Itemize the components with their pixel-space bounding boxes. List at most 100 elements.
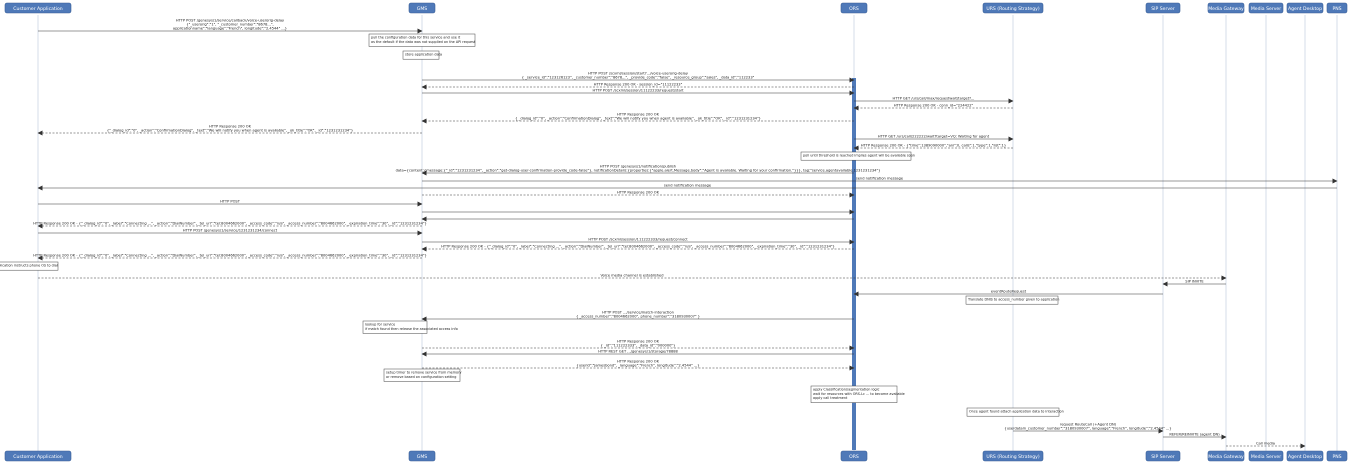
participant-box: [1207, 2, 1245, 14]
participants-bottom: Customer Application GMS ORS URS (Routing S…: [4, 450, 1348, 462]
participant-urs-bottom: URS (Routing Strategy): [982, 450, 1044, 462]
participant-box: [4, 2, 72, 14]
activation-layer: [852, 78, 856, 450]
participant-label: Media Gateway: [1208, 6, 1244, 12]
participant-mg-bottom: Media Gateway: [1207, 450, 1245, 462]
participant-label: URS (Routing Strategy): [986, 6, 1039, 12]
participant-label: PNS: [1332, 6, 1341, 12]
participant-label: ORS: [849, 6, 859, 12]
message-label: REFER/REINVITE (agent DN): [1169, 433, 1220, 437]
note-text: pull the configuration data for this ser…: [371, 36, 461, 40]
message-gms-to-ca: HTTP Response 200 OK{"_dialog_id":"0", _…: [37, 125, 422, 136]
participant-ms-bottom: Media Server: [1248, 450, 1284, 462]
message-label: HTTP Response 200 OK: [209, 125, 252, 129]
participant-box: [982, 450, 1044, 462]
message-gms-to-ors: HTTP POST /scxml/session/11122233/reques…: [422, 89, 855, 96]
message-label: HTTP Response 200 OK - conn_id="224422": [894, 104, 974, 108]
participant-pns-bottom: PNS: [1326, 450, 1348, 462]
message-ors-to-gms: HTTP Response 200 OK - session_id="11122…: [421, 83, 854, 90]
message-ca-to-mg: Voice media channel is established: [38, 274, 1227, 281]
participant-mg-top: Media Gateway: [1207, 2, 1245, 14]
participant-box: [1145, 2, 1181, 14]
message-label: HTTP POST: [220, 200, 241, 204]
message-label: HTTP POST .../service/match-interaction: [602, 311, 674, 315]
note: store application data: [402, 50, 442, 60]
message-label: HTTP Response 200 OK - {"_dialog_id":"0"…: [33, 222, 427, 226]
note-text: Once agent found attach application data…: [969, 410, 1064, 414]
participant-box: [408, 2, 436, 14]
message-gms-to-ors: HTTP Response 200 OK{userid":"jamesbond"…: [422, 360, 855, 371]
message-mg-to-sip: SIP INVITE: [1162, 280, 1226, 287]
message-label: Call media: [1256, 442, 1275, 446]
note: apply Classification/segmentation logicw…: [810, 385, 905, 403]
note-text: Translate DNIS to access_number given to…: [967, 298, 1059, 302]
message-ca-to-gms: HTTP POST /genesys/1/service/callback/vo…: [38, 19, 423, 34]
message-gms-to-pns: send notification message: [422, 177, 1338, 184]
message-ors-to-gms: HTTP Response 200 OK{ _dialog_id":"0", _…: [421, 113, 854, 124]
message-label: HTTP Response 200 OK - {"_dialog_id":"0"…: [441, 245, 835, 249]
ors-activation-bar: [852, 78, 856, 450]
messages: HTTP POST /genesys/1/service/callback/vo…: [33, 19, 1338, 449]
message-label: HTTP Response 200 OK: [617, 113, 660, 117]
note-text: wait for resources with ORS-Lc ... to be…: [813, 392, 905, 396]
participant-box: [840, 2, 868, 14]
message-label: send notification message: [856, 177, 904, 181]
message-mg-to-ad: Call media: [1226, 442, 1306, 449]
participant-ors-bottom: ORS: [840, 450, 868, 462]
message-label: {"_userorig":"1", "_customer_number":"86…: [186, 23, 273, 27]
note-text: if match found then release the associat…: [365, 327, 458, 331]
participant-label: Agent Desktop: [1288, 454, 1322, 460]
participant-label: GMS: [417, 6, 428, 12]
participant-ors-top: ORS: [840, 2, 868, 14]
note-text: application instructs phone OS to dial: [0, 264, 58, 268]
message-label: HTTP Response 200 OK - {"_dialog_id":"0"…: [33, 254, 427, 258]
participant-box: [1286, 450, 1324, 462]
message-label: {userid":"jamesbond", _language":"French…: [576, 364, 699, 368]
message-urs-to-ors: HTTP Response 200 OK - {"time":138909000…: [853, 144, 1013, 151]
note-box: [402, 50, 440, 60]
message-ors-to-gms: HTTP REST GET .../genesys/1/storage/7888…: [421, 350, 854, 357]
message-label: send notification message: [664, 184, 712, 188]
message-label: HTTP GET /urs/call/222222/wait?target=VQ…: [878, 135, 990, 139]
message-label: HTTP POST /scxml/session/111222333/reque…: [588, 238, 688, 242]
participant-label: PNS: [1332, 454, 1341, 460]
participant-gms-top: GMS: [408, 2, 436, 14]
message-urs-to-ors: HTTP Response 200 OK - conn_id="224422": [853, 104, 1013, 111]
participant-label: GMS: [417, 454, 428, 460]
participant-ad-bottom: Agent Desktop: [1286, 450, 1324, 462]
participant-ca-bottom: Customer Application: [4, 450, 72, 462]
participant-gms-bottom: GMS: [408, 450, 436, 462]
note-text: apply Classification/segmentation logic: [813, 388, 880, 392]
note: poll until threshold is reached implies …: [800, 151, 915, 161]
message-gms-to-ors: HTTP Response 200 OK{ _id":"111222333", …: [422, 340, 855, 351]
note: Once agent found attach application data…: [966, 407, 1064, 417]
participants-top: Customer Application GMS ORS URS (Routing S…: [4, 2, 1348, 14]
message-label: HTTP Response 200 OK - {"time":138909000…: [861, 144, 1006, 148]
message-ors-to-urs: HTTP GET /urs/call/max/requestwait/targe…: [854, 97, 1014, 104]
message-label: HTTP POST /scxml/session/11122233/reques…: [592, 89, 684, 93]
participant-box: [840, 450, 868, 462]
message-ors-to-gms: HTTP Response 200 OK - {"_dialog_id":"0"…: [421, 245, 854, 252]
participant-box: [1207, 450, 1245, 462]
message-gms-to-ca: HTTP Response 200 OK - {"_dialog_id":"0"…: [33, 254, 427, 261]
participant-label: Agent Desktop: [1288, 6, 1322, 12]
message-sip-to-mg: REFER/REINVITE (agent DN): [1163, 433, 1227, 440]
note: Translate DNIS to access_number given to…: [965, 295, 1059, 305]
message-label: HTTP POST /scxml/session/start?.../voice…: [588, 72, 689, 76]
note: pull the configuration data for this ser…: [368, 33, 476, 47]
participant-label: Customer Application: [13, 454, 63, 460]
participant-box: [1326, 450, 1348, 462]
participant-ca-top: Customer Application: [4, 2, 72, 14]
message-label: SIP INVITE: [1185, 280, 1204, 284]
message-label: { _access_number":"8004662000", phone_nu…: [576, 315, 700, 319]
message-gms-to-ors: HTTP POST /scxml/session/111222333/reque…: [422, 238, 855, 245]
participant-box: [1248, 2, 1284, 14]
participant-ad-top: Agent Desktop: [1286, 2, 1324, 14]
message-label: HTTP POST /genesys/1/service/1231231234/…: [183, 229, 278, 233]
message-ors-to-gms: HTTP POST .../service/match-interaction{…: [421, 311, 854, 322]
message-ca-to-gms: HTTP POST /genesys/1/service/1231231234/…: [38, 229, 423, 236]
message-label: {"_dialog_id":"0", _action":"Confirmatio…: [107, 129, 353, 133]
note-text: or remove based on configuration setting: [386, 375, 456, 379]
